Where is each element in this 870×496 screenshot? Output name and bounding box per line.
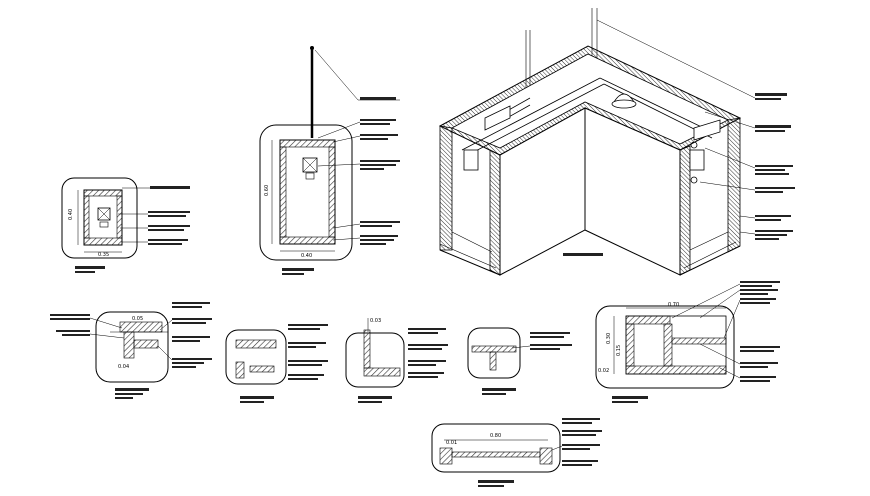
dim-b-width: 0.40 [301, 253, 312, 259]
dim-plan-top: 0.70 [668, 302, 679, 308]
section-b-tall-box-with-hanger: 0.60 0.40 [259, 46, 400, 275]
detail-plan-section: 0.70 0.30 0.15 0.02 [595, 281, 780, 403]
dim-plan-side-b: 0.15 [616, 345, 622, 356]
isometric-l-shaped-ceiling-box [438, 8, 795, 276]
dim-j1-top: 0.05 [132, 316, 143, 322]
section-a-small-box: 0.40 0.35 [61, 177, 190, 273]
dim-plan-side: 0.30 [606, 333, 612, 344]
dim-a-width: 0.35 [98, 252, 109, 258]
dim-j3-top: 0.03 [370, 318, 381, 324]
detail-joint-4 [467, 327, 572, 395]
dim-long-top: 0.80 [490, 433, 501, 439]
dim-j1-side: 0.04 [118, 364, 129, 370]
detail-joint-2 [225, 324, 328, 403]
dim-long-small: 0.01 [446, 440, 457, 446]
dim-a-height: 0.40 [68, 209, 74, 220]
detail-joint-3: 0.03 [345, 318, 448, 403]
detail-joint-1: 0.05 0.04 [50, 302, 212, 399]
dim-b-height: 0.60 [264, 185, 270, 196]
dim-plan-bottom: 0.02 [598, 368, 609, 374]
detail-long-section: 0.80 0.01 [431, 418, 602, 487]
